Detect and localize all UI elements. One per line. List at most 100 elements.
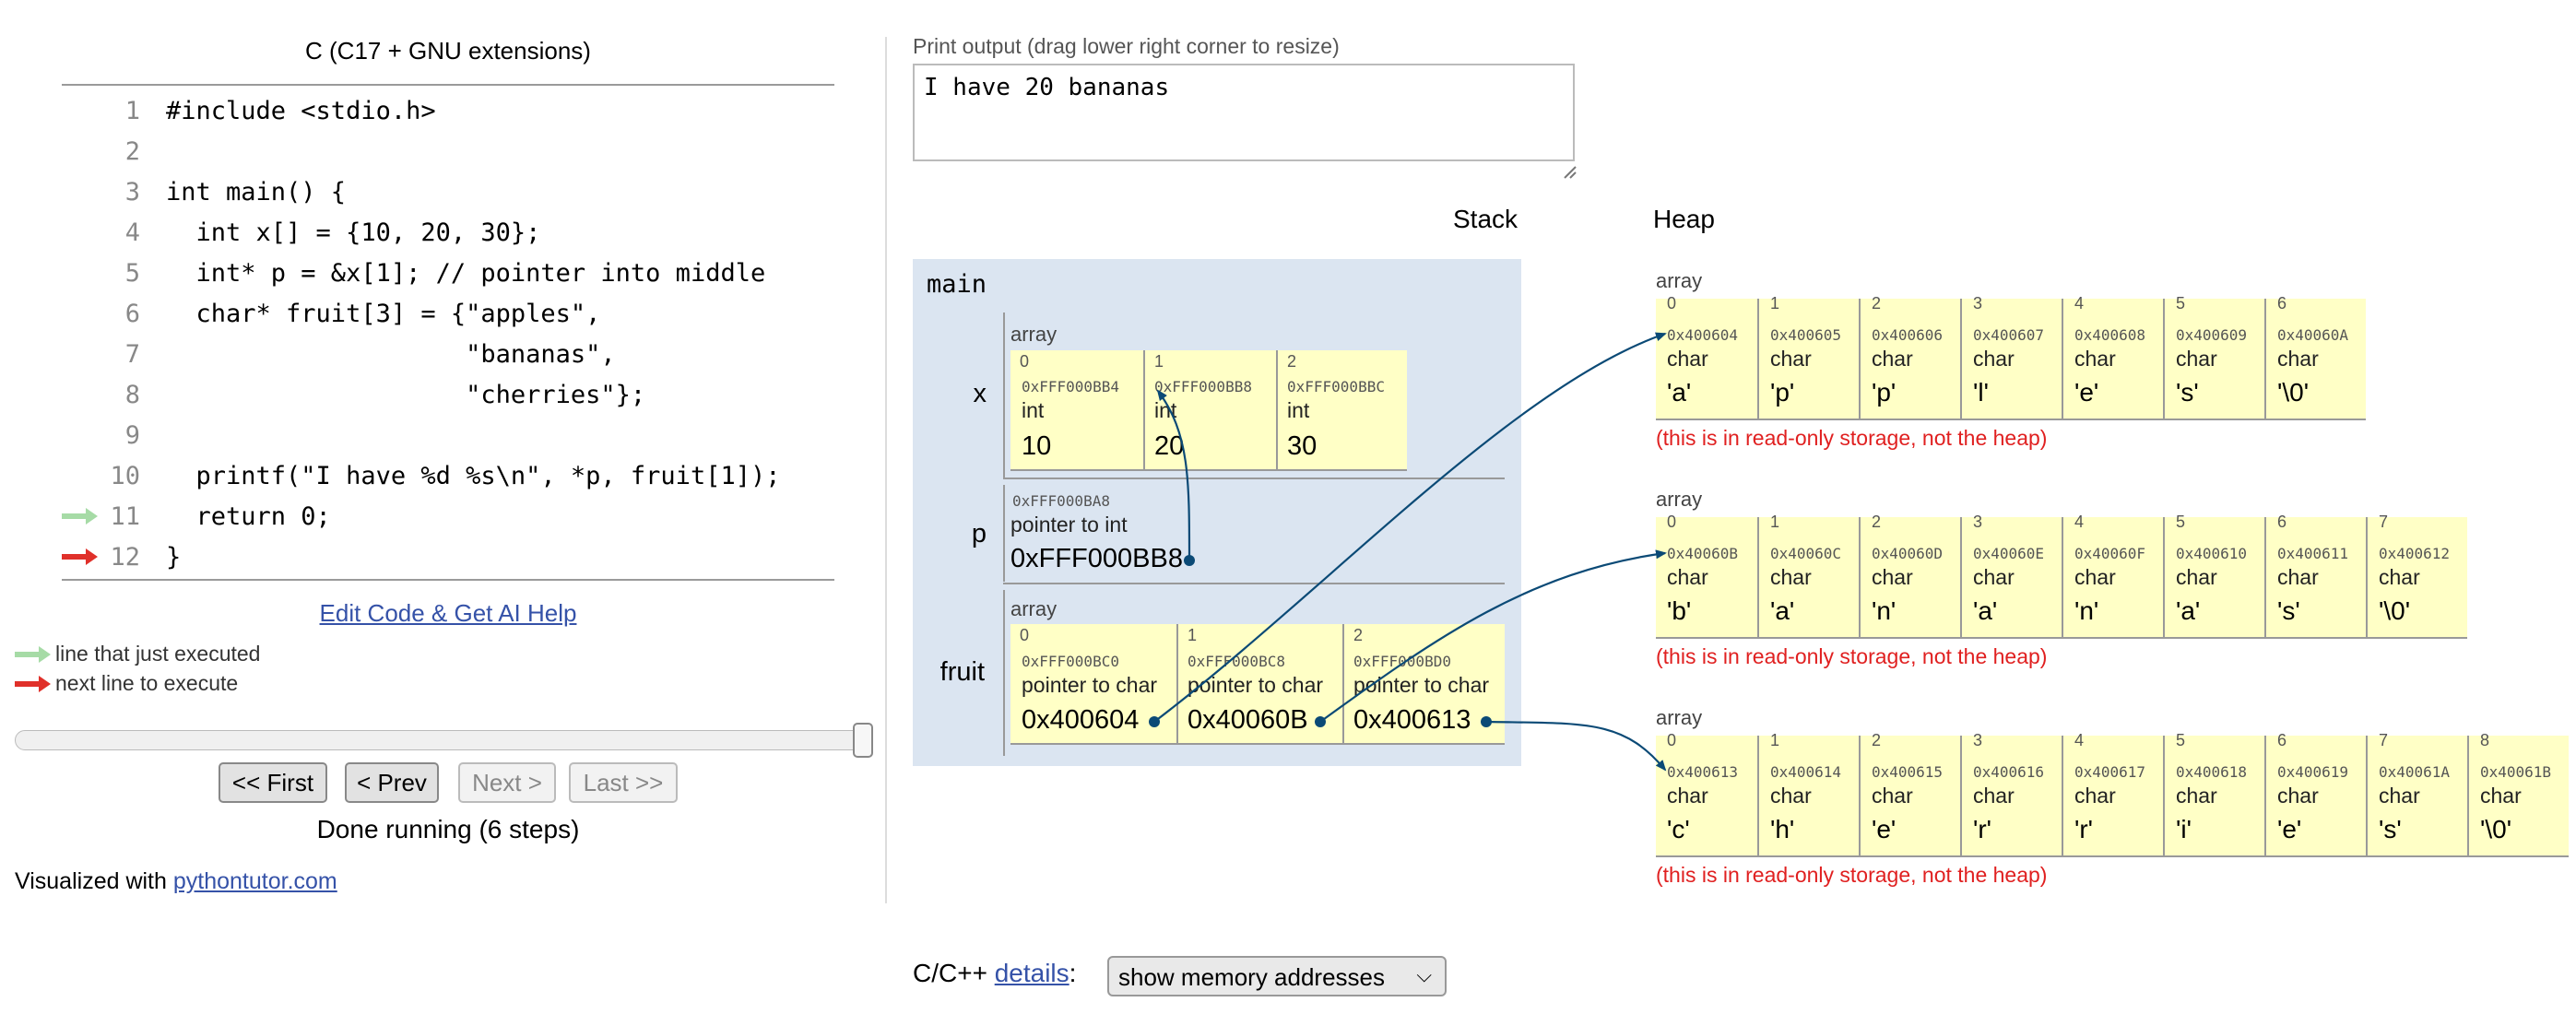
- line-number: 2: [124, 137, 140, 166]
- step-slider-handle[interactable]: [853, 723, 873, 758]
- p-value: 0xFFF000BB8: [1010, 544, 1183, 573]
- panel-divider: [885, 37, 887, 903]
- cell-address: 0x400610: [2176, 545, 2248, 562]
- step-slider-track[interactable]: [15, 730, 872, 750]
- resize-grip-icon[interactable]: [1562, 164, 1577, 179]
- details-row: C/C++ details:: [913, 959, 1076, 988]
- cell-value: 0x40060B: [1188, 705, 1308, 735]
- code-line-next: 12}: [62, 537, 855, 578]
- cell-address: 0x400615: [1872, 763, 1944, 781]
- cell-type: char: [2074, 565, 2116, 589]
- x-cell-2: 2 0xFFF000BBC int 30: [1276, 350, 1407, 471]
- cell-type: char: [2176, 784, 2217, 808]
- line-number: 12: [110, 543, 140, 572]
- cell-value: '\0': [2480, 815, 2512, 843]
- line-number: 11: [110, 502, 140, 531]
- pythontutor-link[interactable]: pythontutor.com: [172, 868, 337, 894]
- cell-address: 0x400611: [2277, 545, 2349, 562]
- code-line: 10 printf("I have %d %s\n", *p, fruit[1]…: [62, 456, 855, 497]
- code-line: 4 int x[] = {10, 20, 30};: [62, 213, 855, 254]
- cell-type: char: [2176, 347, 2217, 371]
- code-line: 7 "bananas",: [62, 335, 855, 375]
- cell-type: char: [1667, 565, 1708, 589]
- details-link[interactable]: details: [994, 959, 1069, 987]
- code-line: 9: [62, 416, 855, 456]
- code-text: "bananas",: [166, 340, 616, 369]
- cell-value: 'r': [1973, 815, 1992, 843]
- cell-index: 1: [1154, 352, 1164, 371]
- code-line: 2: [62, 132, 855, 172]
- cell-address: 0x400605: [1770, 326, 1842, 344]
- heap-array-label: array: [1656, 706, 1703, 729]
- line-number: 10: [110, 462, 140, 490]
- p-address: 0xFFF000BA8: [1012, 492, 1110, 510]
- cell-value: 30: [1287, 431, 1318, 461]
- cell-index: 1: [1770, 294, 1780, 312]
- cell-type: char: [1973, 347, 2015, 371]
- next-button[interactable]: Next >: [458, 762, 556, 803]
- p-type: pointer to int: [1010, 513, 1128, 536]
- cell-value: 'e': [2074, 378, 2099, 407]
- edit-code-link[interactable]: Edit Code & Get AI Help: [319, 599, 577, 627]
- memory-address-select[interactable]: show memory addresses ⌵: [1107, 956, 1447, 996]
- cell-index: 1: [1188, 626, 1198, 644]
- select-value: show memory addresses: [1118, 963, 1385, 991]
- cell-type: pointer to char: [1353, 673, 1490, 697]
- language-title: C (C17 + GNU extensions): [305, 37, 591, 65]
- line-number: 1: [124, 97, 140, 125]
- line-number: 7: [124, 340, 140, 369]
- cell-type: char: [2277, 347, 2319, 371]
- cell-address: 0xFFF000BBC: [1287, 378, 1385, 395]
- cell-value: 'r': [2074, 815, 2094, 843]
- cell-value: 'c': [1667, 815, 1690, 843]
- code-line-just-executed: 11 return 0;: [62, 497, 855, 537]
- cell-value: 'a': [2176, 596, 2201, 625]
- cell-address: 0x400617: [2074, 763, 2146, 781]
- legend-label: line that just executed: [55, 642, 261, 666]
- cell-type: char: [1872, 347, 1913, 371]
- visualized-with: Visualized with pythontutor.com: [15, 868, 337, 895]
- first-button[interactable]: << First: [219, 762, 327, 803]
- cell-index: 6: [2277, 731, 2287, 749]
- code-text: int x[] = {10, 20, 30};: [166, 218, 541, 247]
- code-text: return 0;: [166, 502, 331, 531]
- cell-index: 5: [2176, 294, 2186, 312]
- cell-index: 0: [1667, 731, 1677, 749]
- cell-address: 0x40060C: [1770, 545, 1842, 562]
- cell-address: 0x400606: [1872, 326, 1944, 344]
- last-button[interactable]: Last >>: [569, 762, 678, 803]
- print-output-label: Print output (drag lower right corner to…: [913, 34, 1340, 58]
- cell-value: 'i': [2176, 815, 2192, 843]
- just-executed-arrow-icon: [62, 508, 98, 525]
- prev-button[interactable]: < Prev: [345, 762, 439, 803]
- cell-address: 0x400614: [1770, 763, 1842, 781]
- cell-index: 1: [1770, 513, 1780, 531]
- cell-address: 0xFFF000BC0: [1022, 653, 1119, 670]
- cell-address: 0x400616: [1973, 763, 2045, 781]
- print-output-box[interactable]: I have 20 bananas: [913, 64, 1575, 161]
- cell-type: int: [1287, 398, 1310, 422]
- read-only-note: (this is in read-only storage, not the h…: [1656, 426, 2048, 450]
- cell-address: 0x40061A: [2379, 763, 2451, 781]
- var-name-p: p: [971, 519, 987, 548]
- legend-label: next line to execute: [55, 671, 239, 695]
- read-only-note: (this is in read-only storage, not the h…: [1656, 644, 2048, 668]
- fruit-cell-2: 2 0xFFF000BD0 pointer to char 0x400613: [1342, 624, 1505, 745]
- cell-value: 'n': [1872, 596, 1897, 625]
- cell-type: char: [2277, 565, 2319, 589]
- code-text: }: [166, 543, 182, 572]
- cell-type: pointer to char: [1188, 673, 1324, 697]
- heap-header: Heap: [1653, 205, 1715, 233]
- cell-value: 'h': [1770, 815, 1795, 843]
- cell-value: 'l': [1973, 378, 1989, 407]
